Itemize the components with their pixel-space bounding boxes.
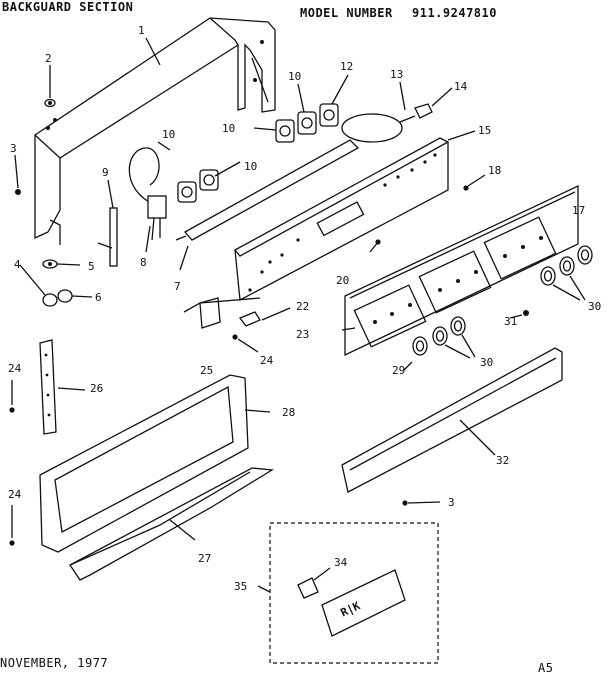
part-lamp-7: [175, 139, 360, 241]
part-switch-12: [319, 103, 339, 127]
callout-10-a: 10: [162, 128, 175, 141]
callout-27: 27: [198, 552, 211, 565]
callout-30-left: 30: [480, 356, 493, 369]
callout-2: 2: [45, 52, 52, 65]
part-control-panel-15: [234, 137, 449, 302]
callout-10-d: 10: [288, 70, 301, 83]
callout-10-c: 10: [222, 122, 235, 135]
callout-26: 26: [90, 382, 103, 395]
part-screw-24-upper: [9, 380, 15, 413]
part-bracket-9: [97, 179, 118, 267]
leader-lines: [145, 37, 476, 331]
callout-6: 6: [95, 291, 102, 304]
callout-24-lower: 24: [8, 488, 22, 501]
part-switch-10-a: [177, 181, 197, 203]
part-frame-28: [39, 374, 271, 553]
part-trim-32: [341, 347, 563, 493]
part-screw-3-bottom: [402, 500, 441, 506]
part-knob-17: [577, 245, 593, 265]
page-code: A5: [538, 661, 554, 675]
part-faceplate-23: [344, 184, 579, 357]
part-screw-18: [463, 174, 486, 191]
callout-1: 1: [138, 24, 145, 37]
footer-date: NOVEMBER, 1977: [0, 656, 109, 670]
callout-28: 28: [282, 406, 295, 419]
part-cord-13: [341, 113, 416, 143]
part-switch-10-b: [199, 169, 219, 191]
callout-9: 9: [102, 166, 109, 179]
callout-17: 17: [572, 204, 585, 217]
part-plate-25: [183, 297, 261, 329]
callout-13: 13: [390, 68, 403, 81]
callout-labels: 1 2 3 4 5 6 9 8 7 10 10 10 10 12 13 14 1…: [8, 24, 601, 593]
part-spacer-6: [57, 289, 93, 303]
callout-23: 23: [296, 328, 309, 341]
callout-24-upper: 24: [8, 362, 22, 375]
callout-25: 25: [200, 364, 213, 377]
part-clip-14: [414, 103, 433, 119]
callout-31: 31: [504, 315, 517, 328]
callout-30-right: 30: [588, 300, 601, 313]
callout-20: 20: [336, 274, 349, 287]
part-trim-26: [39, 339, 86, 435]
callout-10-b: 10: [244, 160, 257, 173]
part-screw-24-mid: [232, 334, 259, 353]
part-screw-2: [44, 65, 56, 108]
part-screw-24-lower: [9, 505, 15, 546]
part-backguard: [34, 17, 276, 245]
callout-29: 29: [392, 364, 405, 377]
callout-3-bottom: 3: [448, 496, 455, 509]
callout-35: 35: [234, 580, 247, 593]
part-knobs-30-left: [403, 316, 476, 371]
part-pin-20: [369, 239, 381, 253]
section-title: BACKGUARD SECTION: [2, 0, 134, 14]
part-knobs-30-right: [540, 256, 586, 301]
part-kit-35: R∣K: [257, 522, 439, 664]
callout-18: 18: [488, 164, 501, 177]
part-panel-27: [69, 467, 274, 581]
model-number: 911.9247810: [412, 6, 497, 20]
callout-32: 32: [496, 454, 509, 467]
part-switch-22: [238, 307, 291, 327]
callout-5: 5: [88, 260, 95, 273]
callout-34: 34: [334, 556, 348, 569]
callout-15: 15: [478, 124, 491, 137]
callout-4: 4: [14, 258, 21, 271]
callout-12: 12: [340, 60, 353, 73]
part-switch-10-d: [297, 111, 317, 135]
callout-7: 7: [174, 280, 181, 293]
model-label: MODEL NUMBER: [300, 6, 393, 20]
part-washer-5: [42, 259, 81, 269]
callout-14: 14: [454, 80, 468, 93]
part-switch-10-c: [275, 119, 295, 143]
callout-24-mid: 24: [260, 354, 274, 367]
part-thermostat-8: [128, 147, 167, 241]
part-screw-3-left: [14, 154, 21, 195]
part-spacer-4: [19, 264, 58, 307]
callout-3-left: 3: [10, 142, 17, 155]
callout-8: 8: [140, 256, 147, 269]
callout-22: 22: [296, 300, 309, 313]
part-screw-31: [509, 310, 529, 319]
